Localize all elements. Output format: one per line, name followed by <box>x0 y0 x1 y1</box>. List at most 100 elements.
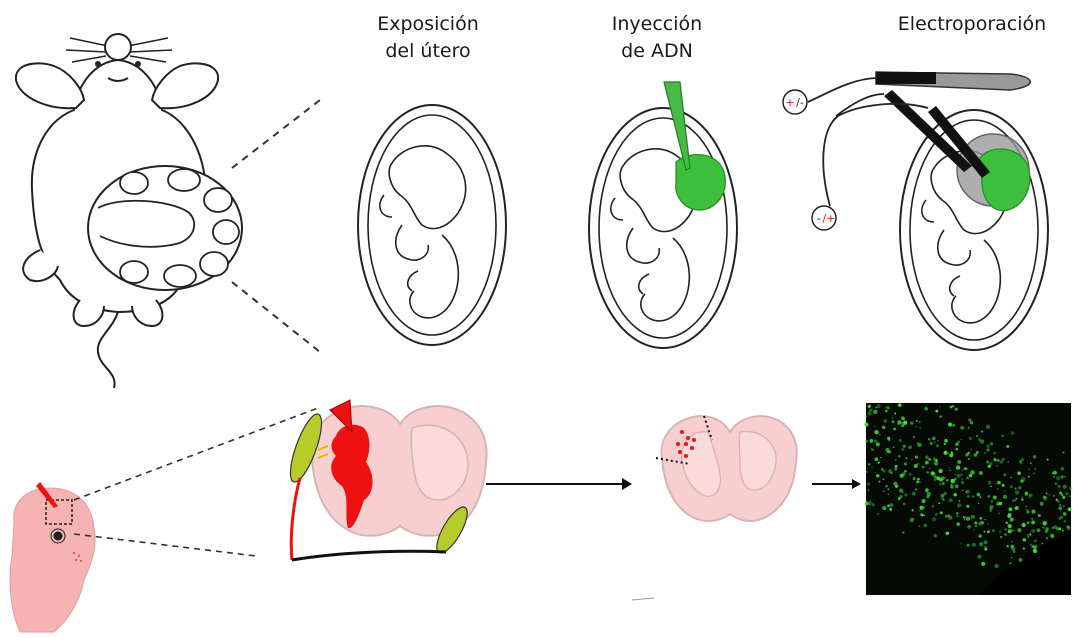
mouse-nose <box>105 34 131 60</box>
fluorescent-cell <box>1061 467 1065 471</box>
fluorescent-cell <box>1011 431 1015 435</box>
fluorescent-cell <box>1059 504 1061 506</box>
fluorescent-cell <box>1006 545 1008 547</box>
fluorescent-cell <box>949 498 953 502</box>
fluorescent-cell <box>1033 549 1037 553</box>
fluorescent-cell <box>955 484 959 488</box>
fluorescent-cell <box>1063 505 1065 507</box>
fluorescent-cell <box>1023 538 1026 541</box>
fluorescent-cell <box>973 529 975 531</box>
fluorescent-cell <box>991 500 994 503</box>
fluorescent-cell <box>930 442 933 445</box>
polarity-bottom-minus: - <box>817 212 821 225</box>
fluorescent-cell <box>1046 537 1048 539</box>
fluorescent-cell <box>894 412 896 414</box>
fluorescent-cell <box>1015 490 1019 494</box>
fluorescent-cell <box>968 418 971 421</box>
fluorescent-cell <box>1011 547 1015 551</box>
fluorescent-cell <box>1029 533 1031 535</box>
fluorescent-cell <box>1053 495 1055 497</box>
fluorescent-cell <box>1019 558 1023 562</box>
fluorescent-cell <box>1028 476 1030 478</box>
fluorescent-cell <box>934 480 936 482</box>
fluorescent-cell <box>957 460 961 464</box>
fluorescent-cell <box>925 455 929 459</box>
fluorescent-cell <box>990 486 992 488</box>
fluorescent-cell <box>993 496 997 500</box>
fluorescent-cell <box>976 435 978 437</box>
fluorescent-cell <box>1058 506 1062 510</box>
fluorescent-cell <box>1026 509 1028 511</box>
fluorescent-cell <box>874 457 878 461</box>
arrow-2 <box>812 479 861 489</box>
fluorescent-cell <box>1058 527 1061 530</box>
fluorescent-cell <box>868 411 872 415</box>
fluorescent-cell <box>938 469 942 473</box>
fluorescent-cell <box>925 461 929 465</box>
fluorescent-cell <box>919 481 921 483</box>
mouse-eye-left <box>96 62 100 66</box>
fluorescent-cell <box>1017 528 1021 532</box>
fluorescent-cell <box>1033 545 1035 547</box>
fluorescent-cell <box>1021 477 1025 481</box>
fluorescent-cell <box>1012 499 1014 501</box>
fluorescent-cell <box>963 516 966 519</box>
fluorescent-cell <box>997 488 999 490</box>
fluorescent-cell <box>894 482 898 486</box>
fluorescent-cell <box>919 427 921 429</box>
fluorescent-cell <box>902 532 904 534</box>
pregnant-mouse-illustration <box>16 34 242 388</box>
fluorescent-cell <box>1004 528 1006 530</box>
fluorescent-cell <box>949 467 950 468</box>
fluorescent-cell <box>895 459 897 461</box>
arrow-1 <box>486 478 632 490</box>
fluorescent-cell <box>1017 471 1021 475</box>
fluorescent-cell <box>955 448 958 451</box>
brain-section-injection <box>284 400 486 560</box>
fluorescent-cell <box>983 540 987 544</box>
fluorescent-cell <box>880 457 882 459</box>
electrode-wire-red <box>291 478 300 560</box>
fluorescent-cell <box>1006 522 1008 524</box>
fluorescent-cell <box>1069 495 1071 497</box>
fluorescent-cell <box>1055 482 1058 485</box>
fluorescent-cell <box>916 484 917 485</box>
fluorescent-cell <box>956 512 958 514</box>
fluorescent-cell <box>950 406 953 409</box>
fluorescent-cell <box>979 471 983 475</box>
fluorescent-cell <box>968 427 970 429</box>
fluorescent-cell <box>1002 458 1005 461</box>
fluorescent-cell <box>1031 518 1033 520</box>
fluorescent-cell <box>996 465 998 467</box>
fluorescent-cell <box>966 490 970 494</box>
fluorescent-cell <box>1010 562 1012 564</box>
fluorescent-cell <box>1042 543 1043 544</box>
fluorescent-cell <box>944 443 946 445</box>
fluorescent-cell <box>1007 461 1009 463</box>
fluorescent-cell <box>997 481 1000 484</box>
mouse-ear-left <box>16 63 84 108</box>
mouse-tail <box>98 312 118 388</box>
fluorescent-cell <box>1043 521 1047 525</box>
fluorescent-cell <box>1053 471 1057 475</box>
fluorescent-cell <box>934 476 938 480</box>
zoom-line-bottom-top <box>74 408 318 500</box>
fluorescent-cell <box>887 504 890 507</box>
fluorescent-cell <box>952 424 955 427</box>
fluorescent-cell <box>1001 435 1003 437</box>
fluorescent-cell <box>1030 544 1032 546</box>
fluorescent-cell <box>932 437 936 441</box>
fluorescent-cell <box>971 515 975 519</box>
fluorescent-cell <box>916 420 918 422</box>
fluorescent-cell <box>962 490 964 492</box>
fluorescent-cell <box>892 417 893 418</box>
fluorescent-cell <box>1056 476 1060 480</box>
fluorescent-cell <box>972 543 976 547</box>
polarity-top: + /- <box>783 90 807 114</box>
fluorescent-cell <box>957 440 960 443</box>
fluorescent-cell <box>965 467 968 470</box>
fluorescent-cell <box>864 423 868 427</box>
fluorescent-cell <box>866 471 868 473</box>
fluorescent-cell <box>948 453 949 454</box>
